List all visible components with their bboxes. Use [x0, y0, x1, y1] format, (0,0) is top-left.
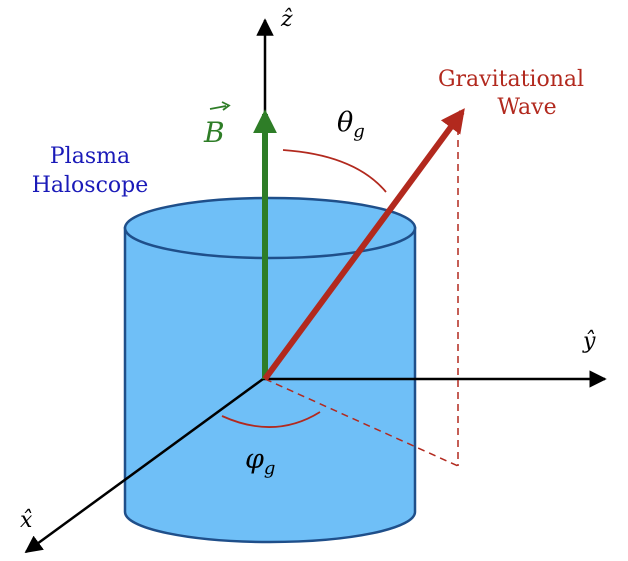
haloscope-label-line1: Plasma [50, 144, 130, 169]
z-axis-label: ẑ [280, 7, 293, 32]
haloscope-label-line2: Haloscope [32, 173, 149, 198]
phi-label: φg [245, 444, 275, 479]
phi-subscript: g [264, 458, 276, 479]
theta-angle-arc [282, 149, 387, 193]
b-field-label: B [203, 101, 231, 149]
theta-label: θg [337, 107, 365, 142]
wave-label-line2: Wave [497, 95, 556, 120]
b-field-letter: B [203, 116, 225, 149]
right-arrow-icon-head [221, 101, 231, 111]
cylinder-body [123, 226, 417, 544]
wave-label-line1: Gravitational [438, 67, 584, 92]
plasma-haloscope-cylinder [123, 196, 417, 544]
phi-symbol: φ [245, 444, 264, 475]
x-axis [24, 377, 264, 554]
theta-subscript: g [353, 121, 365, 142]
y-axis-label: ŷ [582, 329, 596, 354]
cylinder-top [123, 196, 417, 260]
phi-angle-arc [221, 411, 321, 428]
right-arrow-icon [209, 105, 227, 110]
gravitational-wave-vector [262, 108, 465, 381]
x-axis-label: x̂ [20, 508, 33, 533]
theta-symbol: θ [337, 107, 353, 138]
